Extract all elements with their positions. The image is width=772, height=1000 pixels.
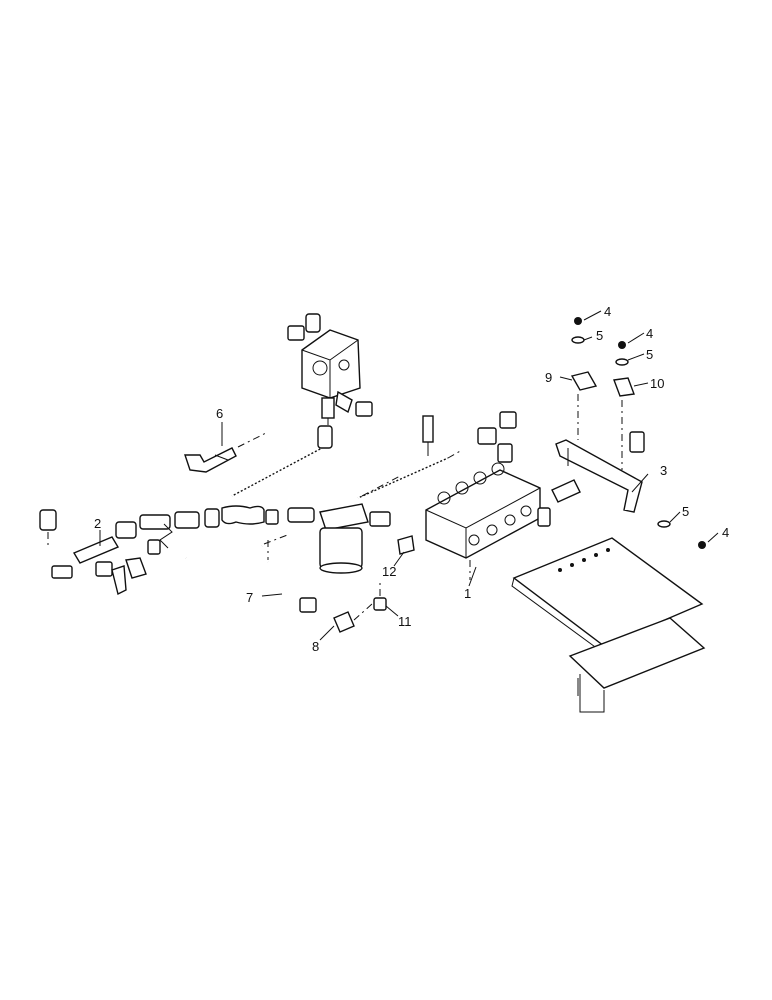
return-pipe: [39, 313, 321, 548]
suction-fitting-row: [115, 505, 315, 555]
bracket-3: [537, 431, 645, 527]
hose-elbow-6: [184, 431, 269, 473]
pressure-hose-upper: [355, 397, 517, 429]
hose-diagonal-left: [231, 425, 333, 498]
fastener-column-left: [570, 317, 598, 440]
callout-11: 11: [398, 614, 412, 629]
plug-11: [373, 580, 387, 611]
callout-3: 3: [660, 463, 667, 478]
callout-10: 10: [650, 376, 664, 391]
callout-1: 1: [464, 586, 471, 601]
plug-12: [397, 535, 415, 555]
washer-nut-lower: [657, 520, 706, 549]
callout-4-lower: 4: [722, 525, 729, 540]
oil-filter: [319, 475, 401, 574]
callout-8: 8: [312, 639, 319, 654]
fastener-column-right: [613, 341, 635, 470]
callout-5-top-left: 5: [596, 328, 603, 343]
control-valve-1: [425, 443, 541, 580]
hose-7: [266, 540, 317, 613]
hose-lower-left: [185, 533, 291, 565]
callout-4-top-right: 4: [646, 326, 653, 341]
leader-lines: [99, 310, 719, 641]
callout-9: 9: [545, 370, 552, 385]
callout-2: 2: [94, 516, 101, 531]
mounting-plate-lower: [568, 617, 706, 713]
callout-7: 7: [246, 590, 253, 605]
callout-6: 6: [216, 406, 223, 421]
callout-4-top-left: 4: [604, 304, 611, 319]
hose-to-control-valve: [357, 415, 497, 500]
manifold-2: [51, 536, 147, 596]
callout-12: 12: [382, 564, 396, 579]
elbow-8: [333, 603, 373, 633]
callout-5-lower: 5: [682, 504, 689, 519]
callout-5-top-right: 5: [646, 347, 653, 362]
priority-valve: [301, 329, 361, 435]
